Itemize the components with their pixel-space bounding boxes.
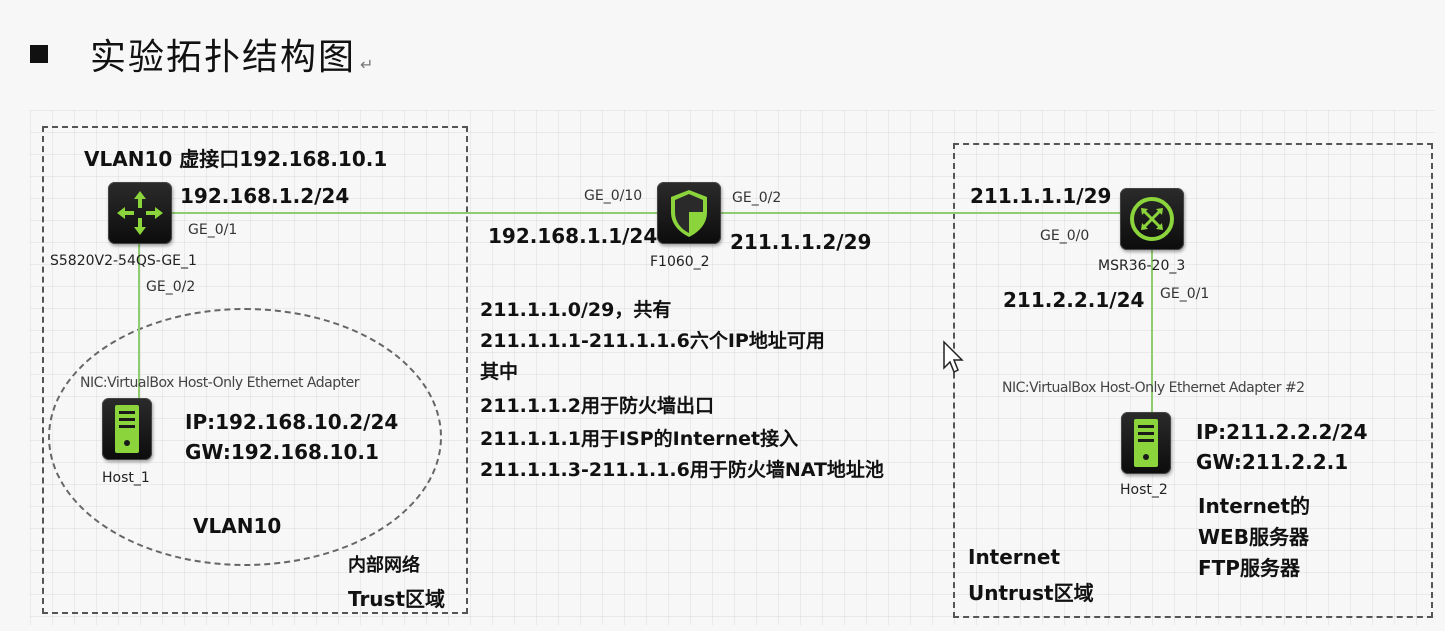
- switch-port-up-label: GE_0/1: [188, 222, 238, 238]
- firewall-port-in-label: GE_0/10: [584, 188, 643, 204]
- switch-ip-label: 192.168.1.2/24: [180, 184, 350, 208]
- untrust-zone-box: [953, 143, 1433, 618]
- host2-nic-label: NIC:VirtualBox Host-Only Ethernet Adapte…: [1002, 380, 1305, 396]
- router-icon[interactable]: [1120, 188, 1184, 250]
- host2-service-3: FTP服务器: [1198, 556, 1300, 580]
- vlan10-ellipse: [48, 308, 442, 566]
- firewall-shield-icon[interactable]: [657, 182, 721, 244]
- firewall-port-out-label: GE_0/2: [732, 190, 782, 206]
- host2-service-2: WEB服务器: [1198, 525, 1309, 549]
- link-switch-host1: [138, 244, 140, 402]
- host1-name-label: Host_1: [102, 470, 150, 486]
- link-firewall-router: [720, 212, 1120, 214]
- trust-zone-box: [42, 126, 468, 614]
- address-note-4: 211.1.1.2用于防火墙出口: [480, 395, 714, 417]
- section-heading: 实验拓扑结构图 ↵: [30, 30, 373, 78]
- address-note-3: 其中: [480, 361, 519, 383]
- address-note-1: 211.1.1.0/29，共有: [480, 299, 672, 321]
- vlan10-label: VLAN10: [193, 514, 282, 538]
- router-ip-up-label: 211.1.1.1/29: [970, 184, 1112, 208]
- address-note-5: 211.1.1.1用于ISP的Internet接入: [480, 428, 799, 450]
- l3-switch-icon[interactable]: [108, 182, 172, 244]
- untrust-zone-line1: Internet: [968, 545, 1061, 569]
- router-port-up-label: GE_0/0: [1040, 228, 1090, 244]
- vlan-interface-label: VLAN10 虚接口192.168.10.1: [84, 147, 388, 171]
- firewall-name-label: F1060_2: [650, 254, 710, 270]
- router-name-label: MSR36-20_3: [1098, 258, 1186, 274]
- host2-service-1: Internet的: [1198, 494, 1311, 518]
- page-title: 实验拓扑结构图: [90, 37, 357, 78]
- host1-ip-label: IP:192.168.10.2/24: [185, 410, 399, 434]
- address-note-6: 211.1.1.3-211.1.1.6用于防火墙NAT地址池: [480, 459, 884, 481]
- host1-nic-label: NIC:VirtualBox Host-Only Ethernet Adapte…: [80, 375, 359, 391]
- trust-zone-line2: Trust区域: [348, 587, 446, 611]
- switch-name-label: S5820V2-54QS-GE_1: [50, 253, 197, 269]
- firewall-ip-in-label: 192.168.1.1/24: [488, 224, 658, 248]
- link-router-host2: [1151, 250, 1153, 416]
- server-host-icon[interactable]: [102, 398, 152, 460]
- link-switch-firewall: [170, 212, 660, 214]
- server-host-icon[interactable]: [1121, 412, 1171, 474]
- mouse-cursor-icon: [942, 340, 966, 380]
- host2-name-label: Host_2: [1120, 482, 1168, 498]
- paragraph-mark: ↵: [360, 55, 374, 74]
- firewall-ip-out-label: 211.1.1.2/29: [730, 230, 872, 254]
- host2-ip-label: IP:211.2.2.2/24: [1196, 420, 1368, 444]
- router-port-down-label: GE_0/1: [1160, 286, 1210, 302]
- host1-gw-label: GW:192.168.10.1: [185, 440, 379, 464]
- host2-gw-label: GW:211.2.2.1: [1196, 450, 1349, 474]
- switch-port-down-label: GE_0/2: [146, 279, 196, 295]
- router-ip-down-label: 211.2.2.1/24: [1003, 288, 1145, 312]
- address-note-2: 211.1.1.1-211.1.1.6六个IP地址可用: [480, 330, 825, 352]
- untrust-zone-line2: Untrust区域: [968, 581, 1094, 605]
- trust-zone-line1: 内部网络: [348, 555, 420, 576]
- square-bullet-icon: [30, 45, 48, 63]
